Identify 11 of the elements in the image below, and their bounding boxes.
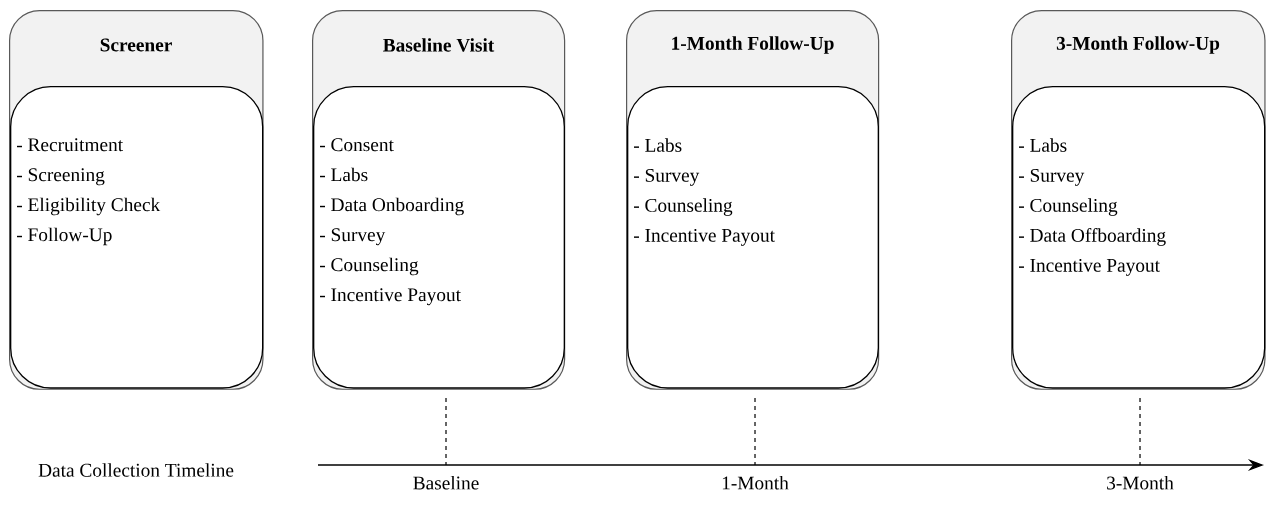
dashed-connector [445,397,447,466]
tick-label: Baseline [413,475,479,490]
list-box: - Consent - Labs - Data Onboarding - Survey - Counseling - Incentive Payout [313,86,565,389]
list-box: - Labs - Survey - Counseling - Data Offboarding - Incentive Payout [1012,86,1266,389]
axis-label: Data Collection Timeline [38,463,234,477]
dashed-connector [1139,397,1141,466]
list-box: - Labs - Survey - Counseling - Incentive Payout [627,86,879,389]
tick-label: 1-Month [722,475,789,490]
tick-label: 3-Month [1107,475,1174,490]
list-box: - Recruitment - Screening - Eligibility Check - Follow-Up [10,86,264,389]
dashed-connector [754,397,756,466]
